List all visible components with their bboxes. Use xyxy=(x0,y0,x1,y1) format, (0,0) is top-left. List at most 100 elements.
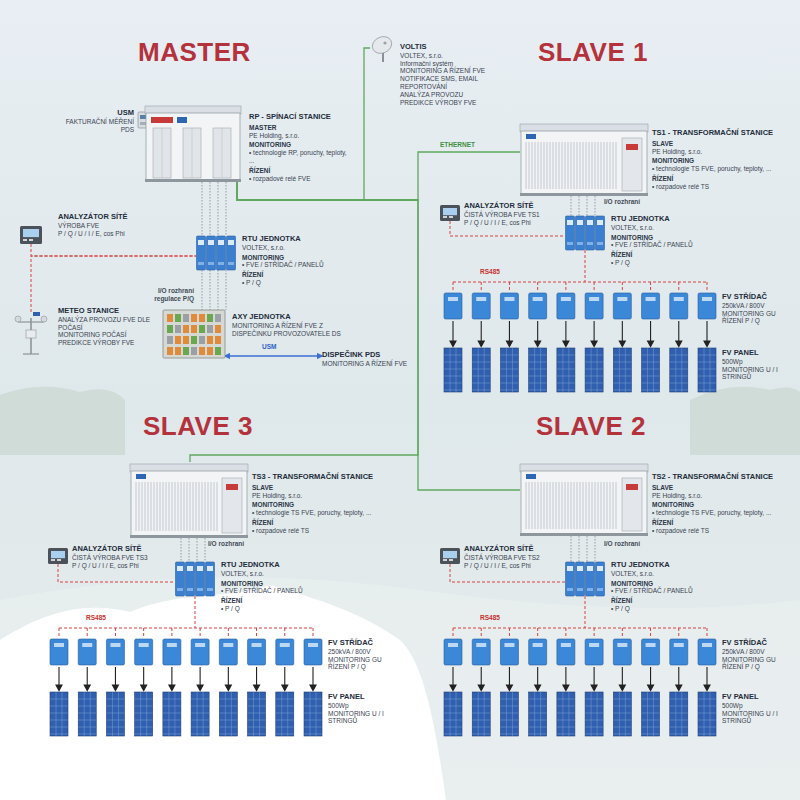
text-block: USMFAKTURAČNÍ MĚŘENÍ PDS xyxy=(56,108,134,133)
line-part xyxy=(145,482,146,531)
line-part xyxy=(276,706,294,707)
rect-part xyxy=(215,314,221,322)
rect-part xyxy=(577,566,583,571)
rect-part xyxy=(197,236,206,270)
panel-row: FV PANEL500WpMONITORING U / ISTRINGŮ xyxy=(48,692,324,736)
node-title: VOLTIS xyxy=(400,42,520,52)
line-part xyxy=(613,390,631,391)
line-part xyxy=(670,727,688,728)
rect-part xyxy=(449,216,453,218)
node-text: VOLTEX, s.r.o. xyxy=(611,570,711,578)
node-text: FAKTURAČNÍ MĚŘENÍ PDS xyxy=(56,118,134,134)
text-block: ANALYZÁTOR SÍTĚČISTÁ VÝROBA FVE TS2P / Q… xyxy=(464,544,582,569)
rect-part xyxy=(472,293,490,319)
line-part xyxy=(500,369,518,370)
rect-part xyxy=(561,297,571,301)
rect-part xyxy=(146,113,240,181)
meteo-station: METEO STANICEANALÝZA PROVOZU FVE DLE POČ… xyxy=(14,312,48,354)
rect-part xyxy=(191,692,209,736)
line-part xyxy=(642,699,660,700)
line-part xyxy=(526,142,527,189)
rect-part xyxy=(26,330,36,338)
line-part xyxy=(135,720,153,721)
node-title: FV PANEL xyxy=(722,692,794,702)
line-part xyxy=(163,713,181,714)
rect-part xyxy=(20,226,42,244)
node-text: VÝROBA FVE xyxy=(58,222,158,230)
line-part xyxy=(304,727,322,728)
circle-part xyxy=(15,316,21,322)
line-part xyxy=(444,369,462,370)
line-part xyxy=(506,692,507,736)
rect-part xyxy=(219,639,237,665)
line-part xyxy=(698,734,716,735)
axy-icon xyxy=(163,310,225,358)
line-part xyxy=(698,369,716,370)
line-part xyxy=(203,692,204,736)
rect-part xyxy=(207,347,213,355)
rect-part xyxy=(576,216,585,250)
line-part xyxy=(205,482,206,531)
line-part xyxy=(478,348,479,392)
connector xyxy=(202,270,226,310)
node-text: MONITORING U / I xyxy=(722,366,794,374)
rect-part xyxy=(199,336,205,344)
line-part xyxy=(248,713,266,714)
line-part xyxy=(585,362,603,363)
node-text: ŘÍZENÍ xyxy=(652,519,794,527)
line-part xyxy=(553,142,554,189)
connector xyxy=(453,596,707,638)
line-part xyxy=(456,348,457,392)
line-part xyxy=(106,713,124,714)
rect-part xyxy=(613,692,631,736)
line-part xyxy=(50,706,68,707)
line-part xyxy=(571,482,572,529)
line-part xyxy=(540,348,541,392)
inv-icon xyxy=(442,638,718,666)
rect-part xyxy=(597,566,603,571)
inverter-row: FV STŘÍDAČ250kVA / 800VMONITORING GUŘÍZE… xyxy=(48,638,324,666)
node-text: • rozpadové relé TS xyxy=(652,183,794,191)
line-part xyxy=(557,706,575,707)
rect-part xyxy=(175,336,181,344)
text-block: RTU JEDNOTKAVOLTEX, s.r.o.MONITORING• FV… xyxy=(221,560,321,613)
line-part xyxy=(500,734,518,735)
rect-part xyxy=(223,643,233,647)
node-text: ŘÍZENÍ xyxy=(652,175,794,183)
rect-part xyxy=(587,242,593,245)
text-block: ANALYZÁTOR SÍTĚČISTÁ VÝROBA FVE TS1P / Q… xyxy=(464,201,582,226)
text-block: RTU JEDNOTKAVOLTEX, s.r.o.MONITORING• FV… xyxy=(611,214,711,267)
rect-part xyxy=(78,639,96,665)
rect-part xyxy=(106,639,124,665)
line-part xyxy=(163,699,181,700)
rect-part xyxy=(213,128,231,178)
rect-part xyxy=(626,484,638,490)
line-part xyxy=(613,727,631,728)
panel-row: FV PANEL500WpMONITORING U / ISTRINGŮ xyxy=(442,692,718,736)
node-title: DISPEČINK PDS xyxy=(322,350,412,360)
node-text: • rozpadové relé TS xyxy=(652,527,794,535)
rect-part xyxy=(443,551,457,558)
line-part xyxy=(610,482,611,529)
rect-part xyxy=(135,692,153,736)
node-text: P / Q / U / I / E, cos Phi xyxy=(464,562,582,570)
line-part xyxy=(670,376,688,377)
text-block: AXY JEDNOTKAMONITORING A ŘÍZENÍ FVE Z DI… xyxy=(232,312,350,337)
rect-part xyxy=(226,484,238,490)
line-part xyxy=(642,362,660,363)
line-part xyxy=(248,706,266,707)
line-part xyxy=(704,348,705,392)
line-part xyxy=(56,692,57,736)
rect-part xyxy=(222,478,242,533)
line-part xyxy=(675,692,676,736)
rect-part xyxy=(622,138,642,191)
node-text: 500Wp xyxy=(328,702,402,710)
node-title: RTU JEDNOTKA xyxy=(221,560,321,570)
line-part xyxy=(583,482,584,529)
line-part xyxy=(163,720,181,721)
line-part xyxy=(191,720,209,721)
line-part xyxy=(78,699,96,700)
rect-part xyxy=(443,216,447,218)
connector xyxy=(225,355,322,356)
line-part xyxy=(178,482,179,531)
